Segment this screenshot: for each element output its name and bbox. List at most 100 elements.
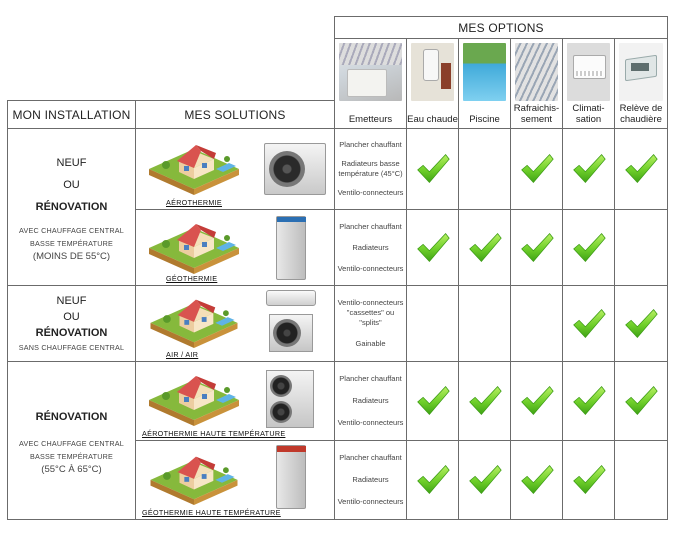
checkmark-icon: [467, 462, 503, 498]
installation-line: BASSE TEMPÉRATURE: [29, 238, 113, 248]
checkmark-icon: [623, 306, 659, 342]
heat-pump-unit: [276, 216, 306, 280]
checkmark-icon: [519, 462, 555, 498]
option-cell: [562, 361, 615, 441]
option-label: Emetteurs: [348, 114, 393, 125]
emitter-item: Radiateurs: [352, 396, 389, 405]
option-cell: [510, 209, 563, 286]
checkmark-icon: [623, 383, 659, 419]
option-cell: [510, 361, 563, 441]
solution-geothermie: GÉOTHERMIE: [135, 209, 335, 286]
option-cell: [562, 285, 615, 362]
emitters-photo: [339, 43, 402, 101]
checkmark-icon: [571, 462, 607, 498]
installation-header: MON INSTALLATION: [7, 100, 136, 129]
emitters-cell: Plancher chauffant Radiateurs Ventilo-co…: [334, 361, 407, 441]
pool-photo: [463, 43, 506, 101]
emitters-cell: Plancher chauffant Radiateurs basse temp…: [334, 128, 407, 210]
emitter-item: Plancher chauffant: [339, 139, 402, 149]
solution-aerothermie-haute-temperature: AÉROTHERMIE HAUTE TEMPÉRATURE: [135, 361, 335, 441]
installation-line: RÉNOVATION: [35, 200, 108, 213]
house-illustration: [144, 135, 244, 195]
checkmark-icon: [623, 151, 659, 187]
option-cell: [510, 128, 563, 210]
option-rafraichissement: Rafraichis-sement: [510, 38, 563, 129]
solution-caption: AIR / AIR: [166, 350, 199, 359]
option-emetteurs: Emetteurs: [334, 38, 407, 129]
option-cell: [562, 128, 615, 210]
installation-line: NEUF: [56, 156, 87, 169]
option-cell: [458, 128, 511, 210]
option-label: Eau chaude: [407, 114, 458, 125]
installation-line: AVEC CHAUFFAGE CENTRAL: [19, 225, 124, 235]
emitters-cell: Plancher chauffant Radiateurs Ventilo-co…: [334, 440, 407, 520]
option-cell: [614, 128, 668, 210]
checkmark-icon: [571, 306, 607, 342]
options-header: MES OPTIONS: [334, 16, 668, 39]
checkmark-icon: [467, 230, 503, 266]
option-cell: [458, 440, 511, 520]
installation-line: OU: [63, 178, 80, 191]
option-label: Piscine: [469, 114, 500, 125]
option-cell: [562, 440, 615, 520]
house-illustration: [144, 214, 244, 274]
option-cell: [406, 209, 459, 286]
emitter-item: Radiateurs: [352, 475, 389, 484]
option-label: Rafraichis-sement: [513, 103, 560, 125]
installation-line: RÉNOVATION: [35, 327, 108, 339]
air-conditioner-photo: [567, 43, 610, 101]
option-cell: [510, 440, 563, 520]
emitter-item: Plancher chauffant: [339, 453, 402, 462]
solution-aerothermie: AÉROTHERMIE: [135, 128, 335, 210]
emitter-item: Ventilo-connecteurs: [337, 263, 404, 273]
emitter-item: Radiateurs: [352, 242, 389, 252]
emitter-item: Ventilo-connecteurs: [337, 418, 404, 427]
emitter-item: Plancher chauffant: [339, 221, 402, 231]
boiler-relay-photo: [619, 43, 663, 101]
installation-line: OU: [63, 311, 80, 323]
checkmark-icon: [519, 383, 555, 419]
option-cell: [562, 209, 615, 286]
option-cell: [614, 440, 668, 520]
option-label: Relève de chaudière: [619, 103, 663, 125]
option-cell: [458, 361, 511, 441]
checkmark-icon: [519, 230, 555, 266]
emitter-item: Ventilo-connecteurs: [337, 497, 404, 506]
installation-line: RÉNOVATION: [35, 410, 108, 423]
option-cell: [406, 440, 459, 520]
option-cell: [406, 361, 459, 441]
checkmark-icon: [571, 383, 607, 419]
installation-renovation-haute-temperature: RÉNOVATION AVEC CHAUFFAGE CENTRAL BASSE …: [7, 361, 136, 520]
emitters-cell: Ventilo-connecteurs "cassettes" ou "spli…: [334, 285, 407, 362]
emitter-item: Ventilo-connecteurs "cassettes" ou "spli…: [337, 297, 404, 327]
installation-line: NEUF: [56, 295, 87, 307]
installation-line: (55°C À 65°C): [41, 463, 102, 475]
heat-pump-unit: [276, 445, 306, 509]
option-cell: [406, 128, 459, 210]
solution-caption: AÉROTHERMIE HAUTE TEMPÉRATURE: [142, 429, 286, 438]
option-climatisation: Climati-sation: [562, 38, 615, 129]
emitter-item: Ventilo-connecteurs: [337, 188, 404, 198]
house-illustration: [144, 290, 244, 348]
emitter-item: Gainable: [355, 339, 386, 349]
checkmark-icon: [415, 462, 451, 498]
solutions-header: MES SOLUTIONS: [135, 100, 335, 129]
emitters-cell: Plancher chauffant Radiateurs Ventilo-co…: [334, 209, 407, 286]
split-unit: [266, 290, 316, 306]
option-releve-chaudiere: Relève de chaudière: [614, 38, 668, 129]
floor-cooling-photo: [515, 43, 558, 101]
installation-line: (MOINS DE 55°C): [32, 250, 111, 262]
water-heater-photo: [411, 43, 454, 101]
option-cell: [458, 285, 511, 362]
checkmark-icon: [467, 383, 503, 419]
checkmark-icon: [415, 230, 451, 266]
checkmark-icon: [415, 151, 451, 187]
option-cell: [406, 285, 459, 362]
emitter-item: Plancher chauffant: [339, 374, 402, 383]
option-cell: [614, 285, 668, 362]
option-piscine: Piscine: [458, 38, 511, 129]
option-eau-chaude: Eau chaude: [406, 38, 459, 129]
solution-air-air: AIR / AIR: [135, 285, 335, 362]
house-illustration: [144, 366, 244, 426]
solution-caption: GÉOTHERMIE: [166, 274, 218, 283]
